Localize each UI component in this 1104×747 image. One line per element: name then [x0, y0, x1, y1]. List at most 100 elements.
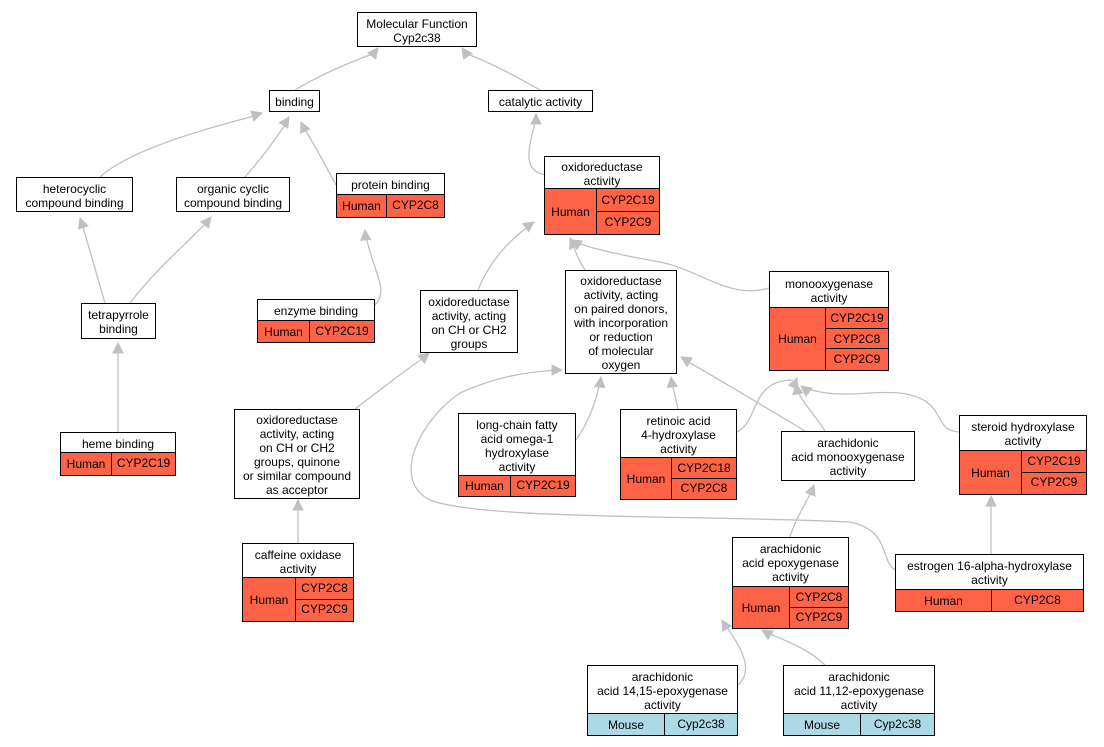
edge-line: [796, 387, 826, 432]
gene-cell: CYP2C18: [677, 460, 731, 475]
arrowhead-icon: [300, 120, 311, 134]
edge-line: [736, 379, 794, 433]
node-organic[interactable]: organic cyclic compound binding: [176, 177, 290, 212]
edge-tetra-organic: [129, 216, 212, 304]
gene-cell: CYP2C8: [392, 198, 439, 212]
edge-enzyme-protein: [360, 228, 382, 306]
gene-cell: CYP2C9: [597, 210, 659, 233]
edge-line: [461, 51, 541, 91]
edge-arachepox-arachmono: [789, 483, 816, 538]
edge-a1112-arachepox: [761, 629, 826, 666]
species-cell: Human: [770, 308, 826, 370]
node-mf[interactable]: Molecular Function Cyp2c38: [357, 12, 477, 47]
gene-cell: CYP2C19: [601, 192, 655, 207]
edge-line: [574, 241, 770, 292]
arrowhead-icon: [570, 239, 583, 251]
node-longchain[interactable]: long-chain fatty acid omega-1 hydroxylas…: [458, 413, 576, 497]
node-title: monooxygenase activity: [784, 276, 874, 305]
gene-cell: CYP2C8: [826, 328, 888, 348]
edge-catalytic-mf: [461, 47, 541, 91]
edge-organic-binding: [244, 116, 290, 178]
node-title: caffeine oxidase activity: [254, 547, 342, 576]
gene-cell: CYP2C9: [790, 606, 848, 627]
edge-protein-binding: [300, 120, 337, 186]
edge-retinoic-mono: [736, 376, 799, 433]
arrowhead-icon: [366, 47, 379, 60]
edge-arachmono-mono: [792, 382, 826, 432]
node-catalytic[interactable]: catalytic activity: [488, 90, 593, 112]
edge-line: [724, 624, 747, 686]
gene-cell: Cyp2c38: [873, 716, 922, 731]
node-title: oxidoreductase activity, acting on CH or…: [242, 413, 352, 497]
node-binding[interactable]: binding: [269, 90, 320, 112]
edge-mono-oxido: [570, 239, 770, 292]
node-title: binding: [275, 95, 314, 109]
species-cell: Human: [896, 590, 992, 611]
node-title: arachidonic acid 14,15-epoxygenase activ…: [597, 669, 728, 712]
gene-cell: Cyp2c38: [677, 716, 725, 731]
node-title: oxidoreductase activity, acting on CH or…: [428, 294, 510, 351]
arrowhead-icon: [278, 116, 290, 129]
node-oxch[interactable]: oxidoreductase activity, acting on CH or…: [420, 290, 518, 353]
edge-oxido-catalytic: [528, 112, 546, 176]
node-title: heme binding: [81, 436, 155, 451]
node-title: steroid hydroxylase activity: [971, 420, 1075, 448]
node-a1415[interactable]: arachidonic acid 14,15-epoxygenase activ…: [587, 665, 738, 736]
species-cell: Mouse: [784, 714, 861, 735]
edge-longchain-oxpaired: [575, 375, 606, 441]
node-title: protein binding: [351, 178, 430, 192]
node-hetero[interactable]: heterocyclic compound binding: [16, 177, 133, 212]
node-oxpaired[interactable]: oxidoreductase activity, acting on paire…: [565, 270, 677, 374]
arrowhead-icon: [800, 385, 813, 397]
edge-binding-mf: [294, 47, 379, 91]
edge-line: [789, 489, 813, 538]
gene-cell: CYP2C9: [1022, 471, 1086, 493]
edge-line: [99, 114, 259, 178]
edge-a1415-arachepox: [721, 619, 747, 686]
arrowhead-icon: [680, 356, 693, 368]
gene-cell: CYP2C19: [116, 456, 171, 470]
annotation-table: Human CYP2C19: [258, 320, 374, 342]
species-cell: Human: [960, 451, 1022, 494]
arrowhead-icon: [792, 382, 804, 396]
edge-estrogen-oxpaired: [410, 364, 896, 571]
gene-cell: CYP2C8: [795, 589, 843, 604]
node-title: heterocyclic compound binding: [25, 181, 124, 210]
node-tetra[interactable]: tetrapyrrole binding: [81, 303, 156, 339]
arrowhead-icon: [199, 216, 212, 229]
species-cell: Human: [243, 578, 296, 621]
edge-line: [477, 224, 531, 291]
edge-line: [129, 221, 208, 304]
gene-cell: CYP2C19: [516, 478, 570, 492]
gene-cell: CYP2C19: [315, 323, 369, 338]
species-cell: Human: [545, 189, 597, 234]
node-title: organic cyclic compound binding: [183, 181, 283, 210]
species-cell: Human: [258, 321, 310, 342]
arrowhead-icon: [417, 352, 430, 365]
node-a1112[interactable]: arachidonic acid 11,12-epoxygenase activ…: [783, 665, 935, 736]
node-arachmono[interactable]: arachidonic acid monooxygenase activity: [781, 431, 915, 481]
annotation-table: Mouse Cyp2c38: [784, 713, 934, 735]
gene-cell: CYP2C19: [1027, 454, 1081, 469]
node-oxquin[interactable]: oxidoreductase activity, acting on CH or…: [234, 409, 360, 499]
arrowhead-icon: [360, 228, 372, 241]
